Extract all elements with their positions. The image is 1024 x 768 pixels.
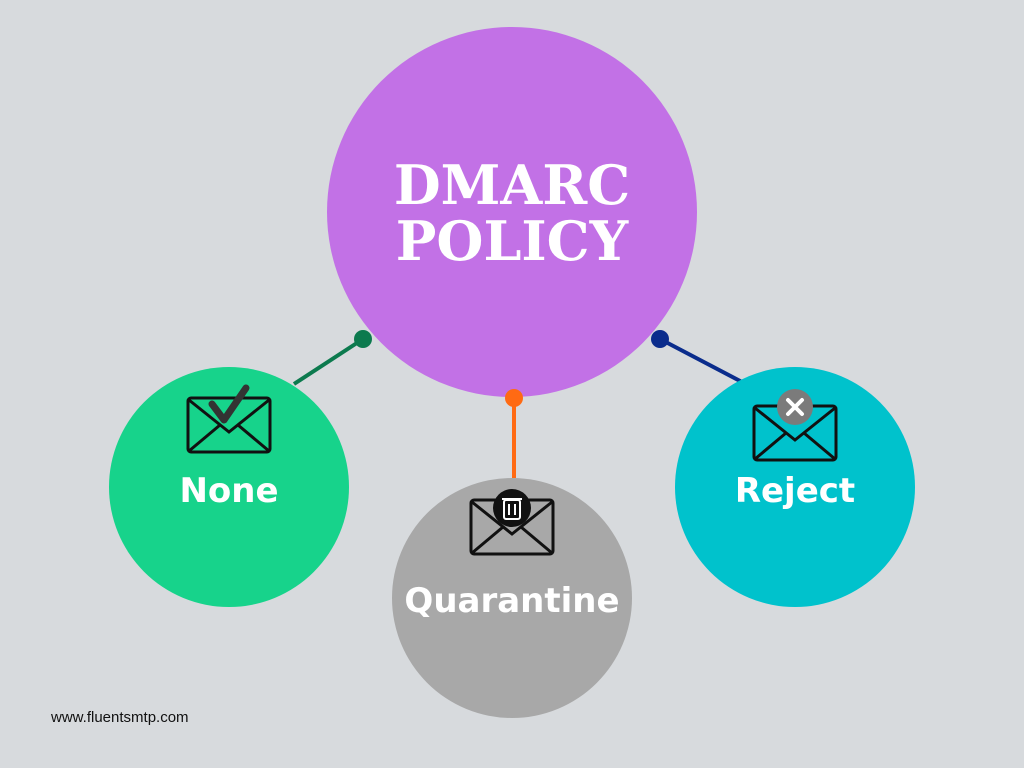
title-line2: POLICY: [396, 209, 630, 273]
title-line1: DMARC: [394, 153, 630, 217]
policy-label-none: None: [179, 471, 278, 511]
policy-reject: Reject: [675, 367, 915, 607]
connector-dot-reject: [651, 330, 669, 348]
main-circle: [327, 27, 697, 397]
envelope-x-icon: [752, 389, 838, 462]
policy-quarantine: Quarantine: [392, 478, 632, 718]
envelope-trash-icon: [469, 489, 555, 556]
connector-none: [292, 337, 365, 386]
envelope-check-icon: [186, 384, 272, 454]
policy-none: None: [109, 367, 349, 607]
footer-url[interactable]: www.fluentsmtp.com: [51, 709, 189, 726]
policy-label-quarantine: Quarantine: [404, 581, 619, 621]
connector-reject: [659, 337, 743, 384]
connector-dot-quarantine: [505, 389, 523, 407]
policy-label-reject: Reject: [735, 471, 855, 511]
connector-dot-none: [354, 330, 372, 348]
